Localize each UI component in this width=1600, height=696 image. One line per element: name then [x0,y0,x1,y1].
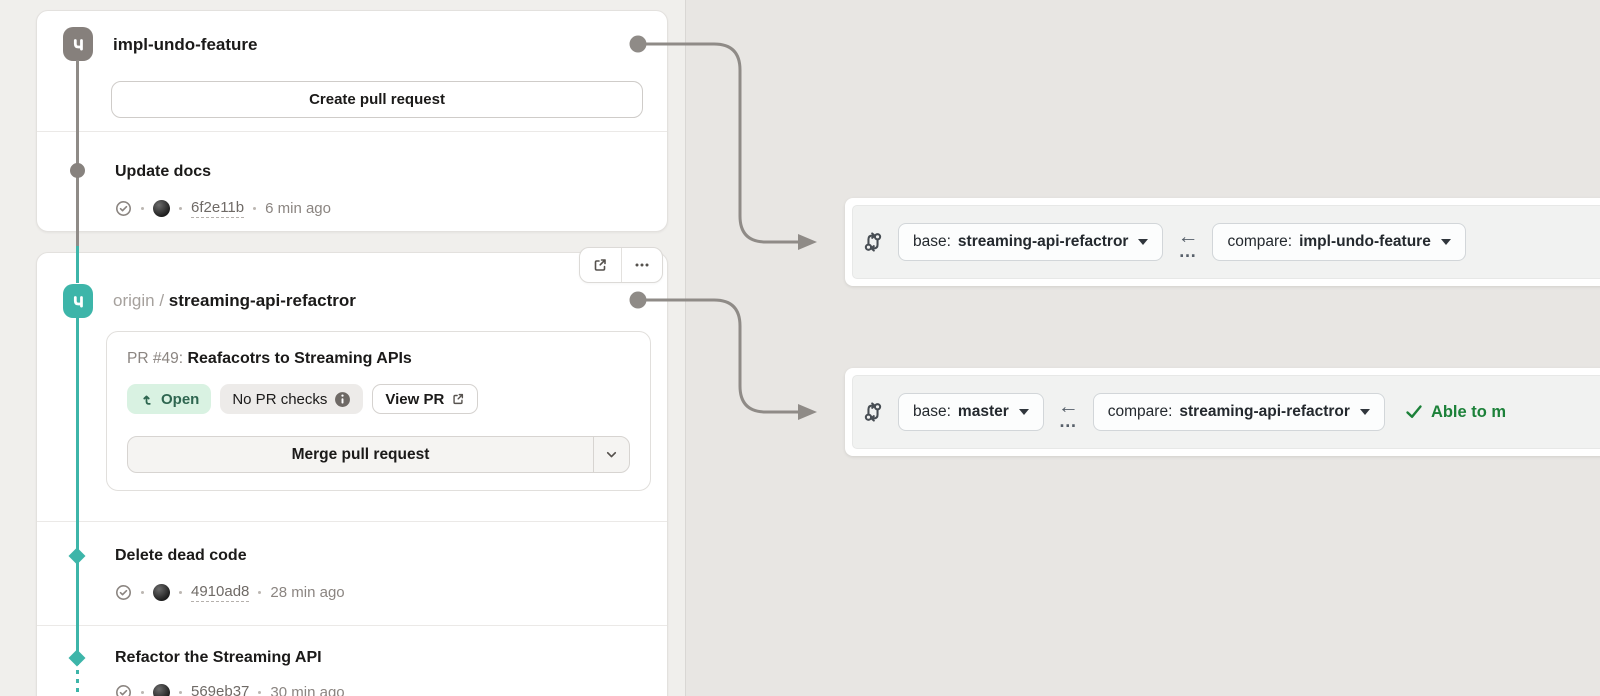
divider [37,521,667,522]
remote-name: origin [113,291,155,310]
pr-number-label: PR #49: [127,350,184,367]
compare-direction: ← … [1057,395,1079,431]
caret-down-icon [1440,239,1451,245]
check-circle-icon [116,685,131,696]
caret-down-icon [1138,239,1149,245]
git-compare-icon [864,402,882,422]
avatar [153,584,170,601]
branch-lanes-panel: impl-undo-feature Create pull request Up… [0,0,686,696]
ellipsis-icon [635,263,649,267]
compare-branch-name: impl-undo-feature [1299,233,1431,250]
range-dots: … [1178,241,1198,261]
merge-pull-request-button[interactable]: Merge pull request [127,436,630,473]
branch-name-row: origin / streaming-api-refactror [113,291,356,311]
compare-label: compare: [1227,233,1293,250]
branch-lane-icon [63,27,93,61]
commit-time: 30 min ago [270,684,345,696]
compare-branch-select[interactable]: compare: impl-undo-feature [1212,223,1466,261]
commit-hash-link[interactable]: 569eb37 [191,683,249,696]
lane-line-teal [75,246,79,283]
chevron-down-icon [606,451,617,458]
external-link-icon [453,393,464,405]
separator-dot [179,207,182,210]
pr-open-icon [143,395,151,405]
base-label: base: [913,403,951,420]
compare-label: compare: [1107,403,1173,420]
merge-label: Merge pull request [291,445,430,463]
caret-down-icon [1359,409,1370,415]
base-branch-select[interactable]: base: streaming-api-refactror [898,223,1164,261]
base-branch-name: master [957,403,1009,420]
caret-down-icon [1018,409,1029,415]
branch-card-local: impl-undo-feature Create pull request Up… [36,10,668,232]
merge-status-text: Able to m [1430,402,1507,421]
git-compare-icon [864,232,882,252]
pr-status-label: Open [161,390,200,408]
separator-dot [179,591,182,594]
check-circle-icon [116,201,131,216]
divider [37,131,667,132]
separator-dot [141,591,144,594]
commit-meta-row: 569eb37 30 min ago [115,683,345,696]
avatar [153,200,170,217]
separator-dot [179,691,182,694]
check-circle-icon [116,585,131,600]
commit-title: Update docs [115,163,212,180]
compare-direction: ← … [1177,225,1199,261]
commit-marker-dot [69,162,85,178]
view-pr-button[interactable]: View PR [372,384,479,414]
separator-dot [258,691,262,694]
info-icon [335,391,351,407]
commit-time: 6 min ago [265,200,331,217]
pull-request-card: PR #49: Reafacotrs to Streaming APIs Ope… [106,331,651,491]
compare-branch-select[interactable]: compare: streaming-api-refactror [1092,393,1385,431]
commit-meta-row: 4910ad8 28 min ago [115,583,345,602]
pr-badge-row: Open No PR checks View PR [127,384,479,414]
branch-card-remote: origin / streaming-api-refactror PR #49:… [36,247,668,696]
divider [37,625,667,626]
branch-actions-group [579,247,663,283]
branch-name: impl-undo-feature [113,35,258,54]
pr-checks-badge: No PR checks [220,384,364,414]
create-pull-request-button[interactable]: Create pull request [111,81,643,118]
compare-branch-name: streaming-api-refactror [1179,403,1350,420]
external-link-icon [594,259,607,271]
left-arrow-icon: ← [1057,395,1079,418]
pr-title-row: PR #49: Reafacotrs to Streaming APIs [127,350,412,368]
github-compare-bar-1: base: streaming-api-refactror ← … compar… [845,198,1600,286]
separator-dot [141,691,144,694]
merge-ability-status: Able to m [1405,403,1506,422]
base-branch-name: streaming-api-refactror [957,233,1129,250]
check-icon [1406,405,1422,418]
pr-title: Reafacotrs to Streaming APIs [187,350,412,367]
view-pr-label: View PR [385,390,445,408]
lane-line-teal-dotted [75,652,79,696]
base-label: base: [913,233,951,250]
left-arrow-icon: ← [1177,225,1199,248]
branch-name: streaming-api-refactror [168,291,356,310]
avatar [153,684,170,696]
commit-title: Refactor the Streaming API [115,649,322,666]
separator-dot [258,591,262,594]
merge-options-toggle[interactable] [593,437,629,472]
open-external-button[interactable] [580,248,621,282]
commit-hash-link[interactable]: 4910ad8 [191,583,250,602]
lane-line-teal [75,317,79,652]
commit-time: 28 min ago [270,584,345,601]
lane-line-gray [75,60,79,246]
branch-lane-icon [63,284,93,318]
path-separator: / [159,291,165,310]
commit-hash-link[interactable]: 6f2e11b [191,199,245,218]
range-dots: … [1058,411,1078,431]
github-compare-bar-2: base: master ← … compare: streaming-api-… [845,368,1600,456]
pr-status-badge: Open [127,384,212,414]
separator-dot [253,207,257,210]
more-options-button[interactable] [620,248,663,282]
commit-title: Delete dead code [115,547,247,564]
base-branch-select[interactable]: base: master [898,393,1044,431]
pr-checks-label: No PR checks [232,390,328,408]
commit-meta-row: 6f2e11b 6 min ago [115,199,331,218]
separator-dot [141,207,144,210]
